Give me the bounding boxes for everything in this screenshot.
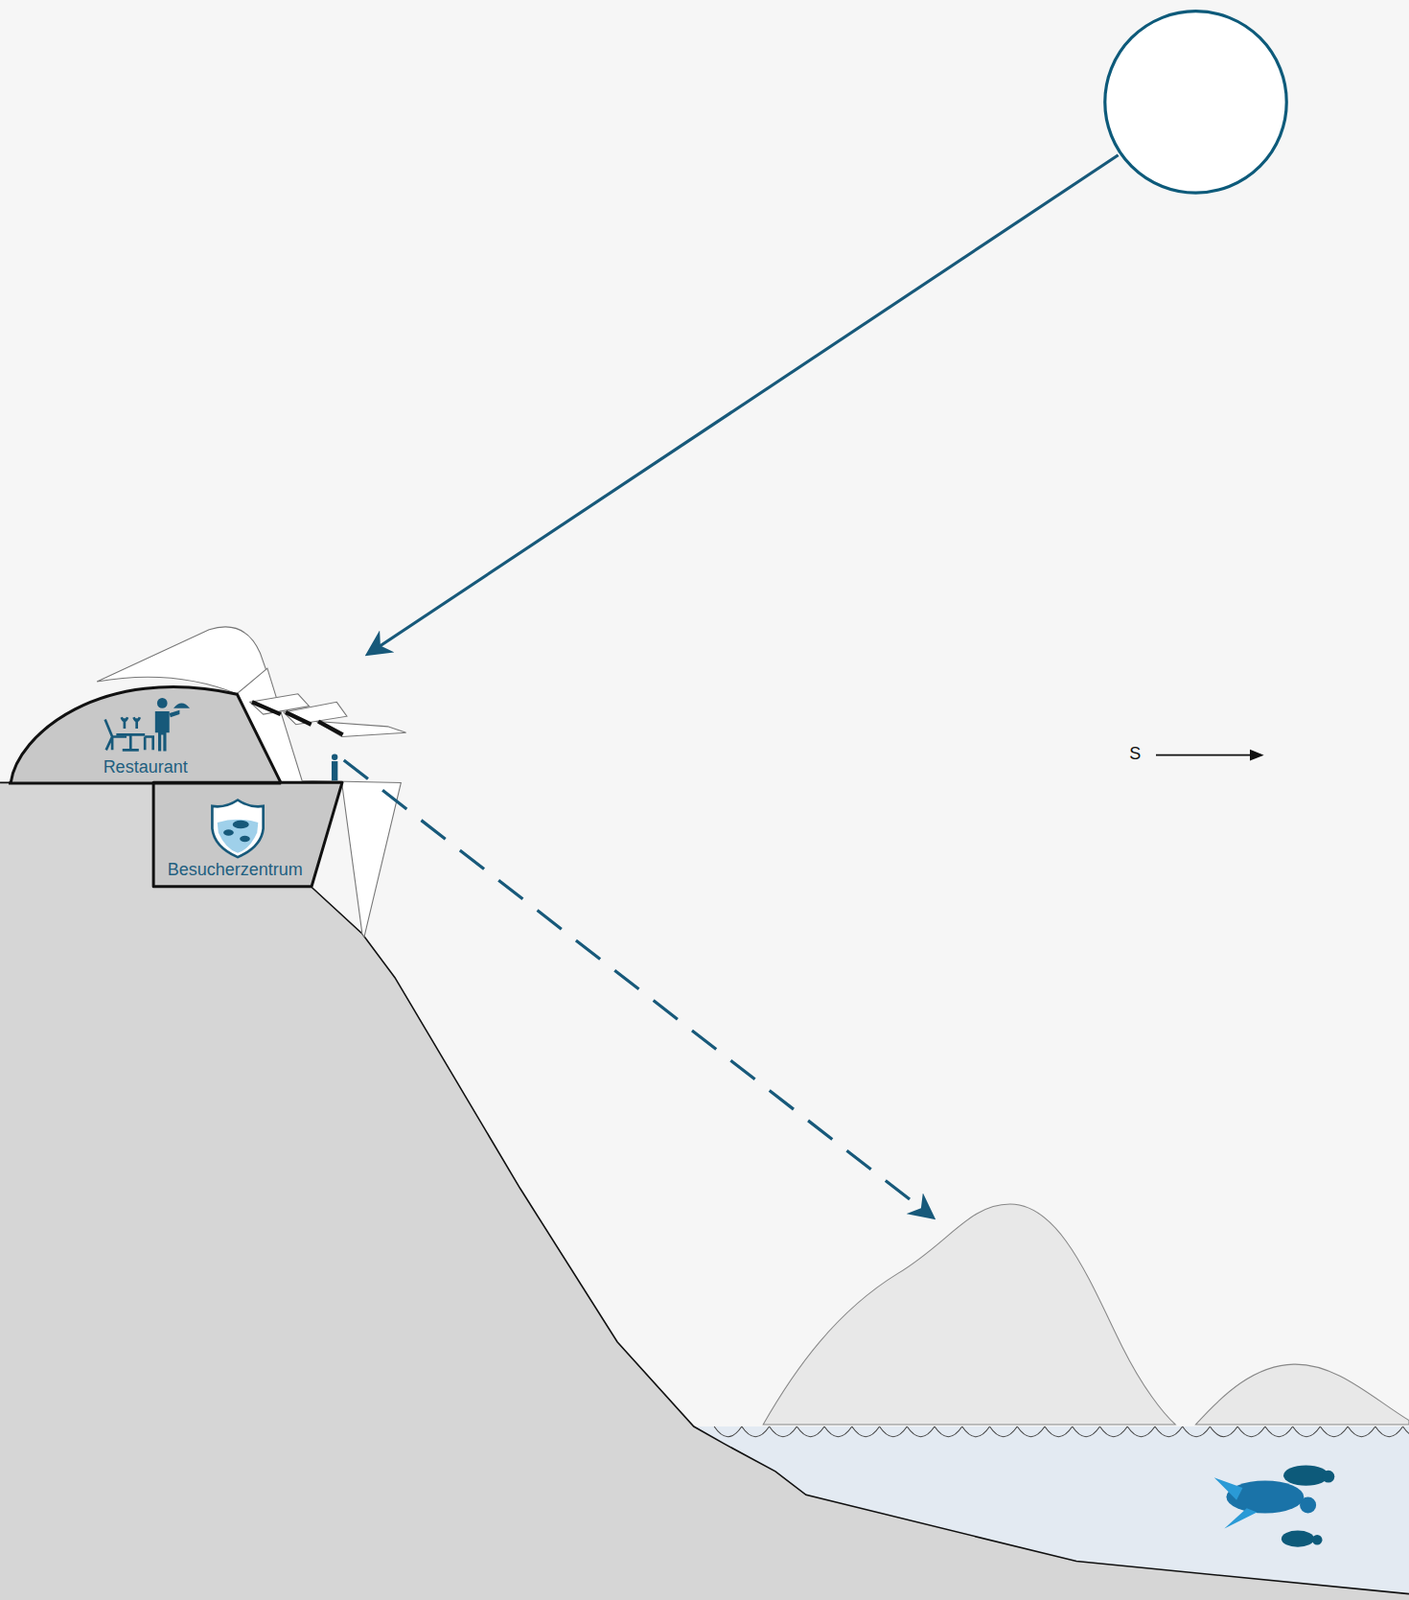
person <box>331 754 338 782</box>
sun-ray <box>369 155 1118 653</box>
waves <box>714 1426 1409 1437</box>
turtles <box>1214 1464 1336 1547</box>
node-label: Besucherzentrum <box>151 859 321 880</box>
south-label: S <box>1129 743 1141 764</box>
cliff-edge <box>0 782 1409 1594</box>
restaurant-icon <box>105 716 154 750</box>
sun <box>1105 11 1287 193</box>
waiter-icon <box>155 697 190 751</box>
glass-roof <box>96 626 268 694</box>
node-label: Restaurant <box>8 757 283 778</box>
south-arrow <box>1155 754 1262 757</box>
shield-icon <box>211 800 263 858</box>
island-hill <box>762 1203 1176 1425</box>
visitor-centre-box: Besucherzentrum <box>151 780 345 889</box>
restaurant-dome: Restaurant <box>8 673 283 786</box>
island-hill <box>1196 1363 1409 1425</box>
sun-louvres <box>250 693 407 738</box>
view-line <box>344 760 932 1217</box>
cliff <box>0 782 1409 1600</box>
louvre-blades <box>252 701 344 735</box>
